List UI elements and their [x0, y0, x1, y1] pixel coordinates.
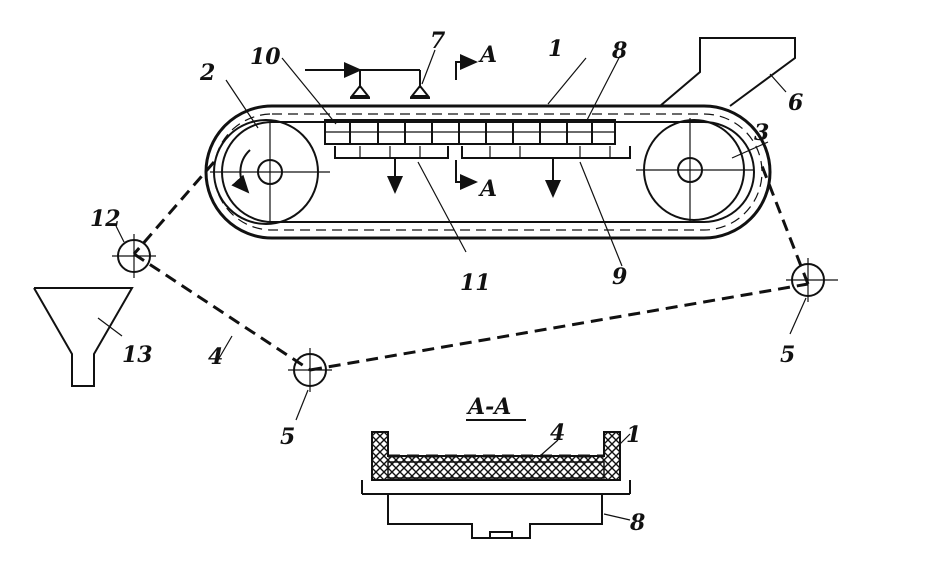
label-5-right: 5: [780, 342, 795, 368]
label-1: 1: [548, 36, 563, 62]
section-label-bottom: A: [478, 176, 497, 202]
label-7: 7: [430, 28, 446, 54]
wash-sprayers: [305, 62, 431, 99]
drive-drum: [210, 119, 330, 225]
roller-5-left: [288, 348, 332, 392]
section-label-top: A: [478, 42, 497, 68]
leader-lines: [97, 49, 807, 421]
label-11: 11: [460, 270, 491, 296]
section-mark-top: [455, 54, 478, 80]
filter-cells: [324, 119, 616, 145]
label-2: 2: [199, 60, 215, 86]
label-8: 8: [611, 38, 627, 64]
label-10: 10: [250, 44, 281, 70]
section-mark-bottom: [455, 160, 478, 190]
idler-drum: [636, 118, 754, 222]
discharge-funnel: [33, 287, 134, 387]
section-title: A-A: [466, 394, 511, 420]
section-aa-detail: [361, 419, 631, 539]
label-4-section: 4: [550, 420, 565, 446]
roller-5-right: [786, 258, 838, 302]
label-6: 6: [788, 90, 803, 116]
filter-cloth-loop: [132, 161, 810, 372]
roller-12: [112, 234, 156, 278]
vacuum-chamber-left: [334, 146, 449, 194]
label-1-section: 1: [626, 422, 641, 448]
label-3: 3: [754, 120, 769, 146]
label-8-section: 8: [629, 510, 645, 536]
label-13: 13: [122, 342, 153, 368]
label-9: 9: [612, 264, 627, 290]
vacuum-chamber-right: [461, 146, 631, 198]
feed-hopper: [659, 37, 796, 107]
label-5-left: 5: [280, 424, 295, 450]
label-4: 4: [208, 344, 223, 370]
label-12: 12: [90, 206, 121, 232]
